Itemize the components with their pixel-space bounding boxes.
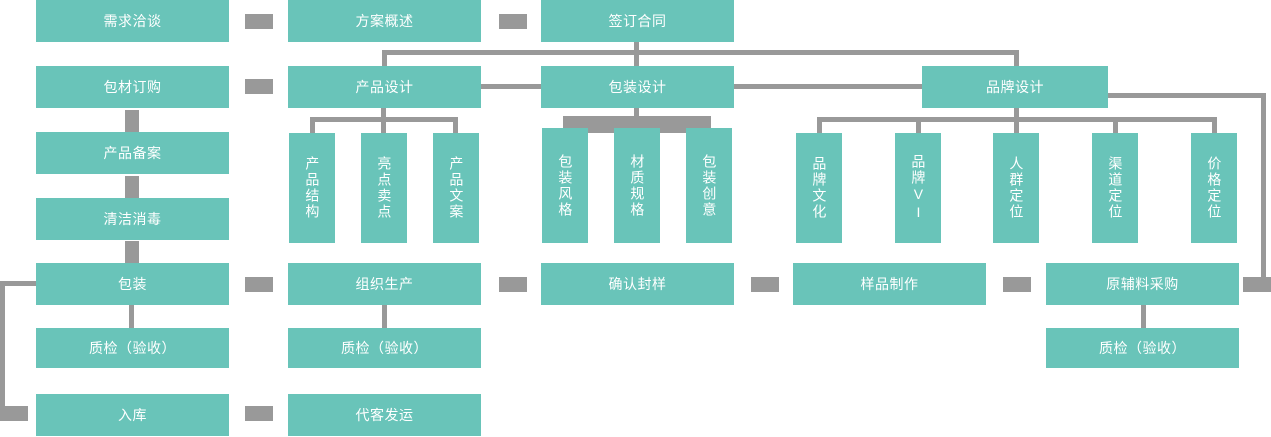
node-zhijian-left[interactable]: 质检（验收） <box>36 328 229 368</box>
connector-beian-to-xiaodu <box>125 176 139 202</box>
node-daike-fayun[interactable]: 代客发运 <box>288 394 481 436</box>
node-label: 价格定位 <box>1206 156 1223 220</box>
node-zhijian-mid[interactable]: 质检（验收） <box>288 328 481 368</box>
connector-hetong-drop <box>634 42 639 70</box>
node-queren-fengyang[interactable]: 确认封样 <box>541 263 734 305</box>
node-label: 质检（验收） <box>89 339 176 356</box>
connector-pinpaisheji-stub-3 <box>1014 117 1019 135</box>
node-label: 原辅料采购 <box>1106 275 1179 292</box>
connector-yuanfuliao-to-zhijian-right <box>1141 305 1146 329</box>
node-xuqiu-qiatan[interactable]: 需求洽谈 <box>36 0 229 42</box>
node-qianding-hetong[interactable]: 签订合同 <box>541 0 734 42</box>
node-liangdian-maidian[interactable]: 亮点卖点 <box>361 133 407 243</box>
connector-querenfengyang-to-yangpinzhizuo <box>751 277 779 292</box>
connector-yangpinzhizuo-to-yuanfuliao <box>1003 277 1031 292</box>
node-qingjie-xiaodu[interactable]: 清洁消毒 <box>36 198 229 240</box>
node-pinpai-wenhua[interactable]: 品牌文化 <box>796 133 842 243</box>
node-label: 样品制作 <box>860 275 919 292</box>
node-chanpin-jiegou[interactable]: 产品结构 <box>289 133 335 243</box>
connector-baozhuangsheji-bar <box>563 116 711 133</box>
connector-baocai-to-chanpinsheji <box>245 79 273 94</box>
connector-pinpaisheji-stub-5 <box>1212 117 1217 135</box>
connector-baozhuangsheji-drop <box>634 106 639 122</box>
connector-design-bus <box>382 50 1019 55</box>
node-label: 产品文案 <box>448 156 465 220</box>
connector-pinpaisheji-stub-1 <box>817 117 822 135</box>
node-pinpai-vi[interactable]: 品牌VI <box>895 133 941 243</box>
connector-pinpaisheji-right-vertical <box>1261 93 1266 281</box>
connector-baocai-to-beian <box>125 110 139 136</box>
node-fangan-gaishu[interactable]: 方案概述 <box>288 0 481 42</box>
node-label: 产品设计 <box>355 78 414 95</box>
node-renqun-dingwei[interactable]: 人群定位 <box>993 133 1039 243</box>
connector-wrap-horizontal-top <box>0 281 38 286</box>
node-label: 亮点卖点 <box>376 156 393 220</box>
connector-pinpaisheji-stub-4 <box>1113 117 1118 135</box>
connector-chanpinsheji-to-baozhuangsheji <box>481 84 542 89</box>
node-label: 品牌文化 <box>811 156 828 220</box>
node-label: 签订合同 <box>608 12 667 29</box>
node-yangpin-zhizuo[interactable]: 样品制作 <box>793 263 986 305</box>
connector-chanpinsheji-drop <box>381 106 386 122</box>
node-label: 入库 <box>118 406 147 423</box>
node-chanpin-wenan[interactable]: 产品文案 <box>433 133 479 243</box>
node-baozhuang-sheji[interactable]: 包装设计 <box>541 66 734 108</box>
node-chanpin-sheji[interactable]: 产品设计 <box>288 66 481 108</box>
node-label: 代客发运 <box>355 406 414 423</box>
node-zhijian-right[interactable]: 质检（验收） <box>1046 328 1239 368</box>
node-yuanfuliao-caigou[interactable]: 原辅料采购 <box>1046 263 1239 305</box>
node-label: 渠道定位 <box>1107 156 1124 220</box>
node-baozhuang[interactable]: 包装 <box>36 263 229 305</box>
node-ruku[interactable]: 入库 <box>36 394 229 436</box>
node-label: 需求洽谈 <box>103 12 162 29</box>
connector-zuzhishengchan-to-zhijian-mid <box>382 305 387 329</box>
node-label: 人群定位 <box>1008 156 1025 220</box>
node-label: 包装设计 <box>608 78 667 95</box>
connector-fangan-to-hetong <box>499 14 527 29</box>
connector-right-endpoint <box>1243 277 1271 292</box>
connector-xiaodu-to-baozhuang <box>125 241 139 267</box>
node-label: 材质规格 <box>629 153 646 218</box>
connector-bus-stub-chanpinsheji <box>382 50 387 70</box>
connector-bus-stub-pinpaisheji <box>1014 50 1019 70</box>
node-label: 包装创意 <box>701 153 718 218</box>
node-pinpai-sheji[interactable]: 品牌设计 <box>922 66 1108 108</box>
connector-wrap-vertical <box>0 281 5 413</box>
connector-chanpinsheji-stub-1 <box>310 117 315 135</box>
node-label: 确认封样 <box>608 275 667 292</box>
node-label: 质检（验收） <box>341 339 428 356</box>
node-label: 包装 <box>118 275 147 292</box>
node-baocai-dinggou[interactable]: 包材订购 <box>36 66 229 108</box>
connector-chanpinsheji-stub-3 <box>453 117 458 135</box>
node-caizhi-guige[interactable]: 材质规格 <box>614 128 660 243</box>
node-jiage-dingwei[interactable]: 价格定位 <box>1191 133 1237 243</box>
connector-pinpaisheji-drop <box>1014 106 1019 122</box>
connector-baozhuangsheji-to-pinpaisheji <box>734 84 923 89</box>
node-qudao-dingwei[interactable]: 渠道定位 <box>1092 133 1138 243</box>
node-label: 产品备案 <box>103 144 162 161</box>
connector-wrap-endpoint <box>0 406 28 421</box>
node-label: 包装风格 <box>557 153 574 218</box>
connector-baozhuang-to-zuzhishengchan <box>245 277 273 292</box>
connector-ruku-to-daikefayun <box>245 406 273 421</box>
connector-baozhuang-to-zhijian-left <box>129 305 134 329</box>
node-baozhuang-chuangyi[interactable]: 包装创意 <box>686 128 732 243</box>
node-label: 方案概述 <box>355 12 414 29</box>
connector-pinpaisheji-right-horizontal <box>1108 93 1266 98</box>
node-zuzhi-shengchan[interactable]: 组织生产 <box>288 263 481 305</box>
connector-chanpinsheji-stub-2 <box>381 117 386 135</box>
node-chanpin-beian[interactable]: 产品备案 <box>36 132 229 174</box>
node-label: 清洁消毒 <box>103 210 162 227</box>
node-label: 包材订购 <box>103 78 162 95</box>
connector-pinpaisheji-stub-2 <box>916 117 921 135</box>
connector-xuqiu-to-fangan <box>245 14 273 29</box>
node-label: 品牌VI <box>910 154 927 222</box>
node-baozhuang-fengge[interactable]: 包装风格 <box>542 128 588 243</box>
node-label: 产品结构 <box>304 156 321 220</box>
node-label: 质检（验收） <box>1099 339 1186 356</box>
node-label: 组织生产 <box>355 275 414 292</box>
connector-zuzhishengchan-to-querenfengyang <box>499 277 527 292</box>
node-label: 品牌设计 <box>986 78 1044 95</box>
